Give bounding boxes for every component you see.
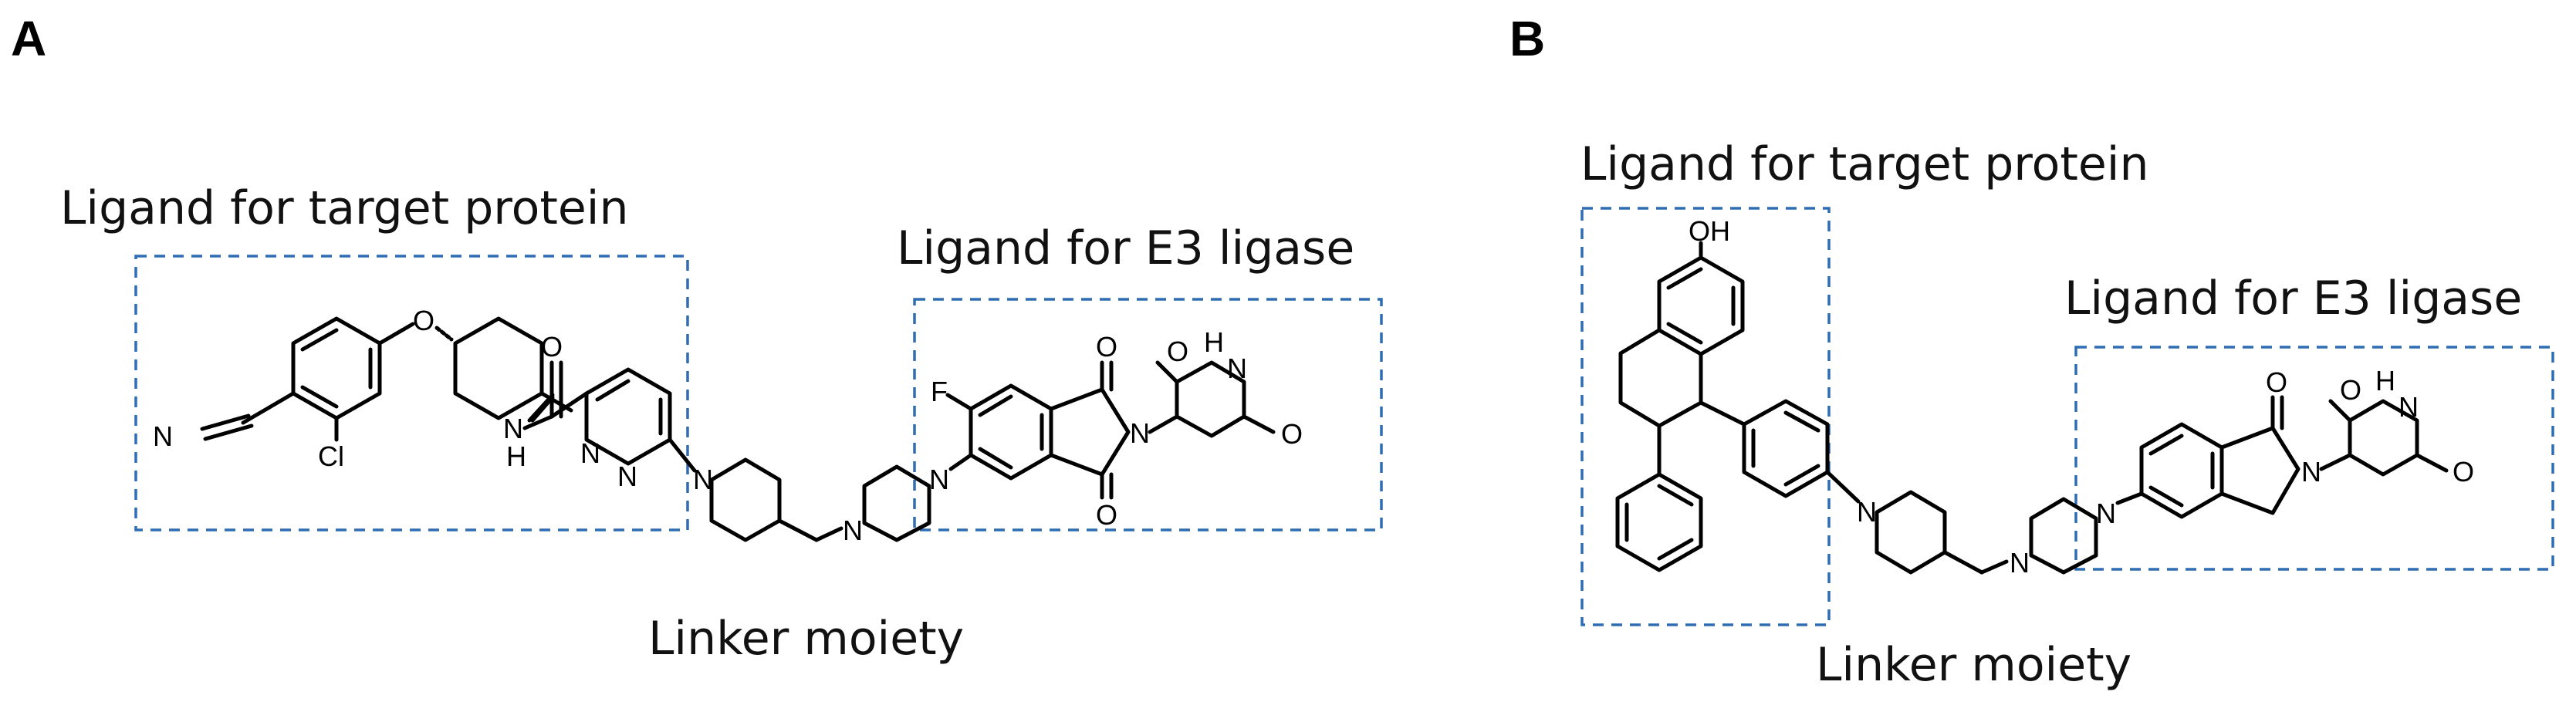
b-atom-o-g2: O xyxy=(2453,456,2474,488)
a-atom-nh-g: H xyxy=(1204,326,1224,358)
panel-b-target-box xyxy=(1580,207,1831,626)
a-atom-nh-h: H xyxy=(506,440,526,472)
panel-a-letter: A xyxy=(11,11,46,66)
b-atom-n-g: N xyxy=(2399,391,2419,423)
b-tetrahydro-ring xyxy=(1618,328,1703,428)
panel-b-linker-label: Linker moiety xyxy=(1816,638,2131,692)
panel-b-target-label: Ligand for target protein xyxy=(1580,137,2149,191)
a-atom-n-pyr1: N xyxy=(580,437,600,469)
a-atom-f: F xyxy=(931,376,948,407)
panel-b-letter: B xyxy=(1509,11,1545,66)
a-piperidine-ring xyxy=(709,457,782,542)
a-atom-o-amide: O xyxy=(541,331,563,363)
b-phenol-ring xyxy=(1657,255,1745,356)
a-atom-o-g1: O xyxy=(1167,336,1188,367)
b-atom-n-lac: N xyxy=(2301,456,2321,488)
b-isoindolinone-benzene xyxy=(2139,422,2224,519)
a-atom-n-nitrile: N xyxy=(153,420,173,452)
a-piperazine-ring xyxy=(862,464,931,542)
a-atom-o-g2: O xyxy=(1281,418,1303,450)
a-atom-cl: Cl xyxy=(318,440,344,472)
panel-a-linker-label: Linker moiety xyxy=(648,612,964,666)
b-atom-n-pip: N xyxy=(1857,496,1877,528)
panel-b-e3-label: Ligand for E3 ligase xyxy=(2064,272,2522,326)
a-cyclohexane-ring xyxy=(453,316,544,420)
panel-b: B Ligand for target protein Ligand for E… xyxy=(1509,11,2554,692)
b-atom-o-g1: O xyxy=(2340,374,2361,406)
a-phthalimide-benzene xyxy=(969,383,1053,481)
a-imide-ring xyxy=(1049,387,1131,477)
b-piperazine-ring xyxy=(2029,497,2098,575)
b-atom-oh: OH xyxy=(1689,215,1730,247)
a-atom-o-im2: O xyxy=(1096,499,1117,531)
b-lactam-ring xyxy=(2219,426,2300,515)
a-atom-o-im1: O xyxy=(1096,331,1117,363)
a-atom-n-g: N xyxy=(1227,353,1247,384)
b-atom-o-lac: O xyxy=(2266,366,2287,398)
panel-a-e3-label: Ligand for E3 ligase xyxy=(897,221,1354,275)
a-atom-n-pz2: N xyxy=(929,464,949,495)
a-atom-n-im: N xyxy=(1130,417,1150,449)
b-atom-n-pz2: N xyxy=(2096,498,2116,529)
b-atom-n-pz1: N xyxy=(2010,547,2030,579)
panel-a-target-box xyxy=(134,255,689,531)
a-atom-nh-n: N xyxy=(503,413,523,444)
a-benzene-ring xyxy=(291,316,382,420)
panel-b-e3-box xyxy=(2074,346,2554,571)
panel-a-molecule: N Cl O N H O N N xyxy=(153,305,1303,546)
panel-a-target-label: Ligand for target protein xyxy=(60,181,629,235)
panel-a-e3-box xyxy=(913,298,1383,531)
b-phenylene-ring xyxy=(1742,399,1830,498)
b-piperidine-ring xyxy=(1875,490,1947,575)
panel-b-molecule: OH N N N xyxy=(1615,215,2474,579)
a-atom-n-pyr2: N xyxy=(617,461,637,492)
b-atom-nh-g: H xyxy=(2375,365,2395,396)
a-atom-n-pz1: N xyxy=(843,515,863,546)
b-phenyl-ring xyxy=(1615,472,1703,572)
a-atom-o-ether: O xyxy=(413,305,434,336)
panel-a: A Ligand for target protein Ligand for E… xyxy=(11,11,1383,666)
